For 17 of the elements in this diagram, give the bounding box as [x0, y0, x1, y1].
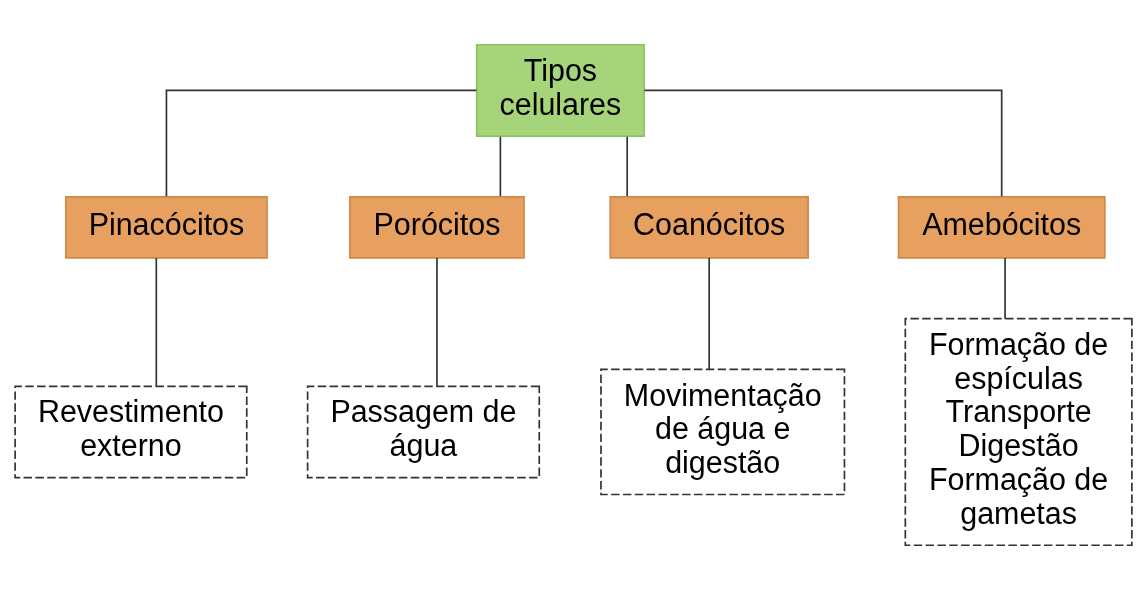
- connector: [155, 257, 158, 387]
- node-box: Passagem de água: [306, 385, 541, 479]
- node-box: Amebócitos: [897, 196, 1106, 259]
- node-box: Tipos celulares: [475, 43, 645, 137]
- node-box: Coanócitos: [609, 196, 809, 259]
- connector: [165, 89, 478, 198]
- connector: [708, 257, 711, 370]
- connector: [1004, 257, 1006, 320]
- connector: [436, 257, 438, 387]
- node-box: Movimentação de água e digestão: [600, 368, 846, 496]
- node-box: Revestimento externo: [14, 385, 248, 479]
- connector: [626, 135, 629, 197]
- connector: [499, 135, 502, 197]
- node-box: Pinacócitos: [65, 196, 268, 259]
- node-box: Formação de espículas Transporte Digestão Formação de gametas: [904, 317, 1133, 547]
- node-box: Porócitos: [349, 196, 525, 259]
- connector: [643, 89, 1003, 198]
